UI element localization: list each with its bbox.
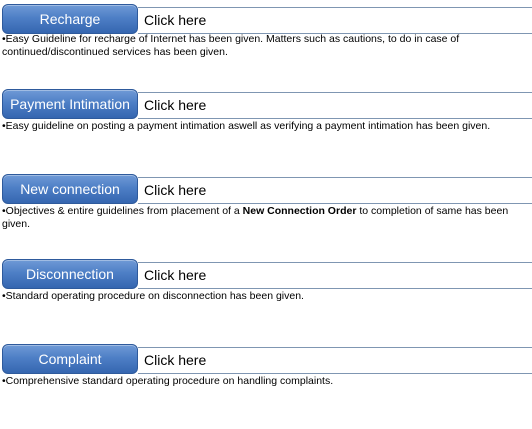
section-header: Recharge Click here: [0, 4, 532, 34]
section-disconnection: Disconnection Click here •Standard opera…: [0, 259, 532, 302]
new-connection-click-here-link[interactable]: Click here: [138, 177, 532, 204]
recharge-click-here-link[interactable]: Click here: [138, 7, 532, 34]
payment-intimation-description: •Easy guideline on posting a payment int…: [2, 120, 491, 132]
section-header: Disconnection Click here: [0, 259, 532, 289]
new-connection-heading: New connection: [2, 174, 138, 204]
complaint-click-here-link[interactable]: Click here: [138, 347, 532, 374]
section-header: Complaint Click here: [0, 344, 532, 374]
disconnection-click-here-link[interactable]: Click here: [138, 262, 532, 289]
complaint-heading: Complaint: [2, 344, 138, 374]
recharge-heading: Recharge: [2, 4, 138, 34]
new-connection-order-text: New Connection Order: [242, 205, 357, 217]
recharge-description: •Easy Guideline for recharge of Internet…: [2, 33, 460, 58]
disconnection-description: •Standard operating procedure on disconn…: [2, 290, 304, 302]
new-connection-description: •Objectives & entire guidelines from pla…: [2, 205, 528, 231]
section-new-connection: New connection Click here •Objectives & …: [0, 174, 532, 230]
section-header: New connection Click here: [0, 174, 532, 204]
disconnection-heading: Disconnection: [2, 259, 138, 289]
description-text: •Objectives & entire guidelines from pla…: [2, 205, 243, 217]
payment-intimation-heading: Payment Intimation: [2, 89, 138, 119]
description-text: to completion of same has been given.: [2, 205, 509, 230]
section-recharge: Recharge Click here •Easy Guideline for …: [0, 4, 532, 58]
payment-intimation-click-here-link[interactable]: Click here: [138, 92, 532, 119]
complaint-description: •Comprehensive standard operating proced…: [2, 375, 334, 387]
section-header: Payment Intimation Click here: [0, 89, 532, 119]
section-payment-intimation: Payment Intimation Click here •Easy guid…: [0, 89, 532, 132]
section-complaint: Complaint Click here •Comprehensive stan…: [0, 344, 532, 387]
